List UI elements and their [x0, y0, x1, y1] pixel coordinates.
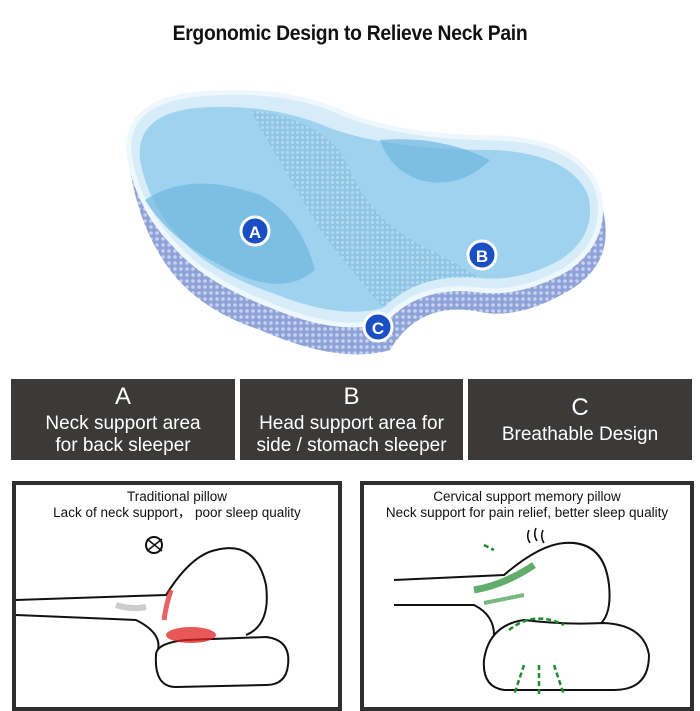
stress-icon [145, 536, 163, 554]
marker-b: B [466, 239, 498, 271]
traditional-sleep-illustration [16, 536, 290, 689]
svg-text:C: C [372, 319, 384, 338]
feature-card-a: A Neck support area for back sleeper [11, 379, 235, 460]
feature-text: Neck support area [45, 412, 201, 434]
feature-card-b: B Head support area for side / stomach s… [240, 379, 463, 460]
page-title: Ergonomic Design to Relieve Neck Pain [172, 22, 528, 45]
svg-text:B: B [476, 247, 488, 266]
panel-subtitle: Lack of neck support， poor sleep quality [53, 505, 301, 520]
panel-subtitle: Neck support for pain relief, better sle… [385, 505, 669, 520]
feature-letter: C [571, 393, 589, 421]
feature-text: for back sleeper [55, 434, 191, 456]
feature-text: side / stomach sleeper [256, 434, 447, 456]
cervical-sleep-illustration [393, 527, 651, 696]
marker-a: A [239, 215, 271, 247]
marker-c: C [362, 311, 394, 343]
cervical-pillow-panel: Cervical support memory pillow Neck supp… [360, 481, 694, 711]
panel-title: Traditional pillow [126, 489, 228, 504]
feature-text: Breathable Design [501, 423, 659, 445]
panel-title: Cervical support memory pillow [433, 489, 621, 504]
feature-letter: B [343, 382, 360, 410]
traditional-pillow-panel: Traditional pillow Lack of neck support，… [12, 481, 342, 711]
feature-letter: A [114, 382, 131, 410]
feature-text: Head support area for [259, 412, 444, 434]
pillow-image: A B C [126, 89, 606, 355]
feature-card-c: C Breathable Design [468, 379, 692, 460]
svg-text:A: A [249, 223, 261, 242]
